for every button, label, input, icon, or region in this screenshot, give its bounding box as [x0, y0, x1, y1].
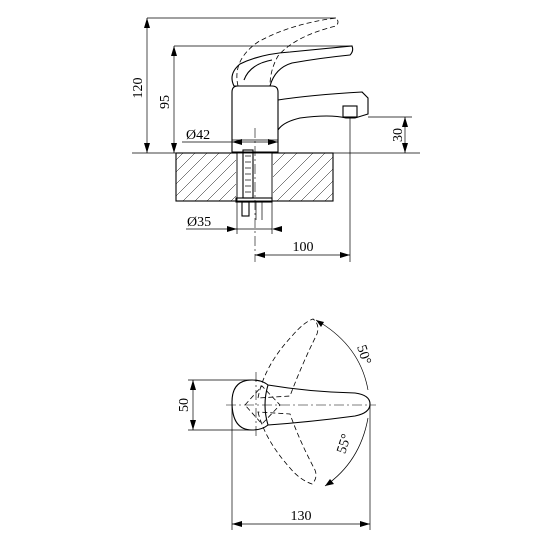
countertop-slab	[175, 152, 334, 202]
lever-handle	[231, 45, 354, 87]
side-view: 120 95 Ø42 30 Ø35	[131, 17, 420, 262]
faucet-spout	[277, 91, 369, 131]
dimension-hole-diameter: Ø35	[186, 201, 282, 234]
angle-arc-lower	[324, 417, 369, 487]
lever-handle-raised	[236, 17, 339, 87]
angle-label-55: 55°	[335, 432, 355, 455]
slab-hatching-left	[176, 153, 236, 201]
dimension-height-spout: 95	[158, 46, 177, 153]
dimension-label-o42: Ø42	[186, 128, 210, 143]
spout-aerator	[342, 105, 358, 118]
faucet-body	[231, 85, 279, 153]
mounting-shank	[235, 149, 273, 220]
dimension-label-130: 130	[291, 509, 312, 524]
dimension-height-total: 120	[131, 18, 150, 153]
top-handle-base	[231, 379, 371, 431]
dimension-label-50: 50	[177, 398, 192, 412]
dimension-label-o35: Ø35	[187, 215, 211, 230]
dimension-spout-height: 30	[391, 117, 408, 153]
angle-label-50: 50°	[353, 343, 373, 366]
dimension-label-95: 95	[158, 95, 173, 109]
dimension-reach: 100	[254, 118, 351, 262]
dimension-handle-width: 50	[177, 379, 252, 431]
top-handle-rotated-left	[257, 318, 319, 399]
dimension-body-diameter: Ø42	[182, 128, 278, 145]
slab-hatching-right	[273, 153, 333, 201]
dimension-label-30: 30	[391, 128, 406, 142]
top-handle-rotated-right	[257, 411, 317, 485]
dimension-length: 130	[231, 405, 371, 530]
angle-arc-upper	[315, 319, 369, 391]
dimension-label-100: 100	[293, 240, 314, 255]
dimension-label-120: 120	[131, 78, 146, 99]
top-view: 50° 55° 50 130	[177, 318, 376, 530]
